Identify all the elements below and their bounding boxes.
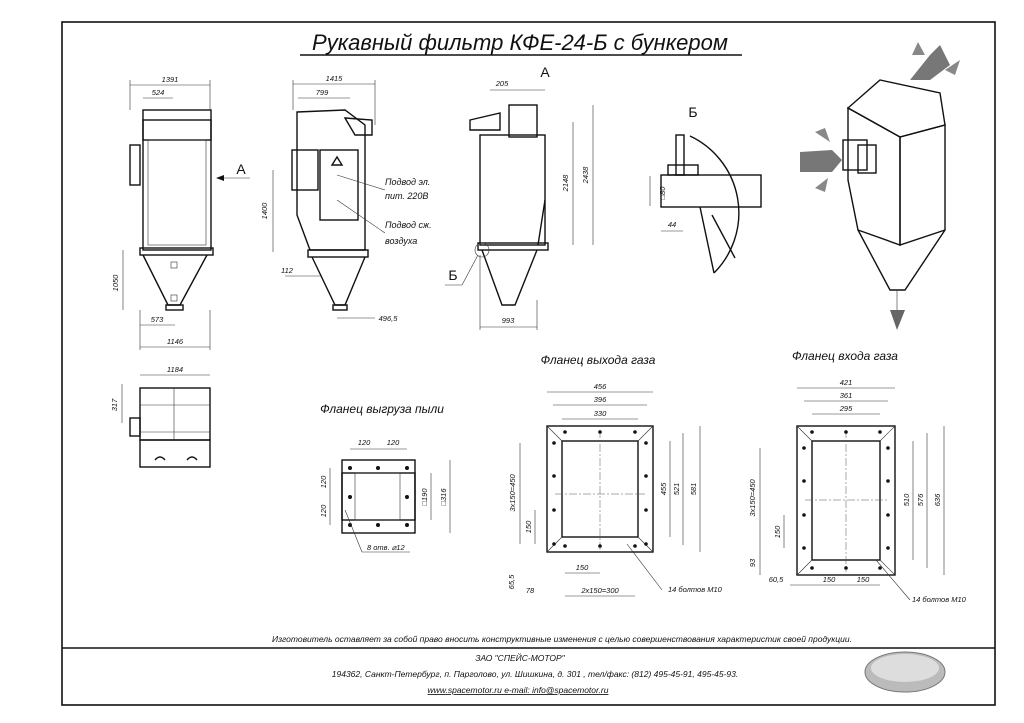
- company-web-email[interactable]: www.spacemotor.ru e-mail: info@spacemoto…: [428, 685, 609, 695]
- dim-361: 361: [840, 391, 853, 400]
- dim-799: 799: [316, 88, 329, 97]
- detail-b-label: Б: [688, 104, 697, 120]
- dim-1391: 1391: [162, 75, 179, 84]
- dim-456: 456: [594, 382, 607, 391]
- flange-dust-holes-note: 8 отв. ⌀12: [367, 543, 405, 552]
- gas-inlet-arrow-icon: [800, 150, 842, 172]
- callout-air-2: воздуха: [385, 236, 417, 246]
- view-arrow-a: А: [236, 161, 246, 177]
- dim-521: 521: [672, 483, 681, 496]
- top-view: 1184 317: [110, 365, 211, 468]
- dim-396: 396: [594, 395, 607, 404]
- flange-gas-out-title: Фланец выхода газа: [541, 353, 656, 367]
- dim-2438: 2438: [581, 166, 590, 185]
- drawing-frame: [61, 21, 996, 706]
- callout-power: Подвод эл.: [385, 177, 430, 187]
- dim-295: 295: [839, 404, 853, 413]
- dim-93: 93: [748, 558, 757, 567]
- dim-2148: 2148: [561, 174, 570, 193]
- flange-gas-in-title: Фланец входа газа: [792, 349, 898, 363]
- flange-dust-outlet: Фланец выгруза пыли 120 120 120 120 □190…: [319, 402, 451, 553]
- rear-view: Б А 205 2148 2438 993: [445, 64, 594, 330]
- dim-120-h2: 120: [387, 438, 400, 447]
- callout-power-voltage: пит. 220В: [385, 191, 428, 201]
- front-view: 1391 524 1050 573 1146 А: [111, 75, 250, 350]
- detail-b: Б □80 44: [649, 104, 762, 274]
- side-view: 1415 799 1400 112 496,5 Подвод эл. пит. …: [260, 74, 432, 323]
- company-address: 194362, Санкт-Петербург, п. Парголово, у…: [332, 669, 738, 679]
- dim-524: 524: [152, 88, 165, 97]
- callout-air: Подвод сж.: [385, 220, 432, 230]
- dim-65-5: 65,5: [507, 574, 516, 589]
- dim-150-h2-in: 150: [857, 575, 870, 584]
- flange-gas-outlet: Фланец выхода газа 456 396 330 455 521 5…: [507, 353, 723, 597]
- company-logo: [864, 651, 946, 693]
- dim-150-h1-in: 150: [823, 575, 836, 584]
- dust-outlet-arrow-icon: [890, 310, 905, 330]
- view-label-a: А: [540, 64, 550, 80]
- dim-60-5: 60,5: [769, 575, 784, 584]
- dim-330: 330: [594, 409, 607, 418]
- dim-150-v-in: 150: [773, 525, 782, 538]
- drawing-title: Рукавный фильтр КФЕ-24-Б с бункером: [312, 30, 728, 55]
- dim-1146: 1146: [167, 337, 184, 346]
- dim-455: 455: [659, 482, 668, 495]
- dim-581: 581: [689, 483, 698, 496]
- dim-square-190: □190: [420, 488, 429, 506]
- dim-78: 78: [526, 586, 535, 595]
- dim-120-v1: 120: [319, 475, 328, 488]
- dim-square-316: □316: [439, 488, 448, 506]
- dim-120-v2: 120: [319, 504, 328, 517]
- dim-1400: 1400: [260, 202, 269, 220]
- dim-573: 573: [151, 315, 164, 324]
- dim-2x150-300: 2x150=300: [580, 586, 619, 595]
- dim-496-5: 496,5: [379, 314, 399, 323]
- dim-112: 112: [281, 266, 294, 275]
- dim-993: 993: [502, 316, 515, 325]
- gas-outlet-arrow-icon: [910, 45, 950, 80]
- dim-576: 576: [916, 493, 925, 506]
- flange-gas-inlet: Фланец входа газа 421 361 295 510 576 63…: [748, 349, 967, 604]
- detail-marker-b: Б: [448, 267, 457, 283]
- dim-636: 636: [933, 493, 942, 506]
- disclaimer-text: Изготовитель оставляет за собой право вн…: [272, 634, 852, 644]
- flange-dust-title: Фланец выгруза пыли: [320, 402, 444, 416]
- dim-150-h: 150: [576, 563, 589, 572]
- dim-44: 44: [668, 220, 676, 229]
- isometric-view: [800, 42, 960, 330]
- dim-1050: 1050: [111, 274, 120, 292]
- dim-205: 205: [495, 79, 509, 88]
- dim-421: 421: [840, 378, 853, 387]
- dim-150-v: 150: [524, 520, 533, 533]
- flange-gas-in-bolts-note: 14 болтов М10: [912, 595, 967, 604]
- dim-1184: 1184: [167, 365, 183, 374]
- flange-gas-out-bolts-note: 14 болтов М10: [668, 585, 723, 594]
- dim-510: 510: [902, 493, 911, 506]
- dim-square-80: □80: [658, 186, 667, 200]
- dim-3x150-450-in: 3x150=450: [748, 479, 757, 517]
- company-name: ЗАО "СПЕЙС-МОТОР": [475, 652, 565, 663]
- dim-120-h1: 120: [358, 438, 371, 447]
- dim-3x150-450: 3x150=450: [508, 474, 517, 512]
- dim-317: 317: [110, 398, 119, 411]
- dim-1415: 1415: [326, 74, 344, 83]
